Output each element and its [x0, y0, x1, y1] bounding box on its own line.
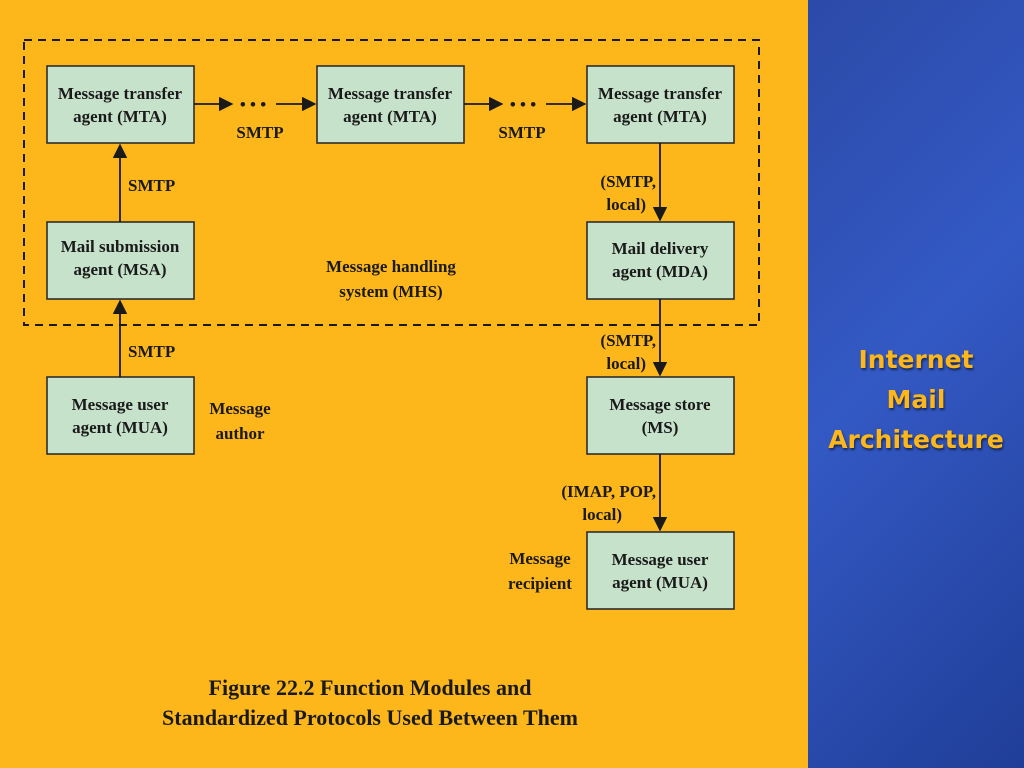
slide-title-line-1: Internet	[858, 345, 974, 374]
mua-recipient-box-line-2: agent (MUA)	[612, 573, 708, 592]
mda-box-line-2: agent (MDA)	[612, 262, 708, 281]
slide-title: Internet Mail Architecture	[808, 340, 1024, 460]
ms-box-line-2: (MS)	[642, 418, 679, 437]
label-ms-mua-line-2: local)	[582, 505, 622, 524]
figure-caption-line-2: Standardized Protocols Used Between Them	[162, 705, 578, 730]
ms-box-line-1: Message store	[609, 395, 711, 414]
recipient-label-line-1: Message	[509, 549, 571, 568]
label-smtp-mua-msa: SMTP	[128, 342, 175, 361]
mua-recipient-box-line-1: Message user	[612, 550, 709, 569]
mta-box-1: Message transfer agent (MTA)	[46, 65, 195, 144]
label-mta3-mda-line-1: (SMTP,	[600, 172, 656, 191]
mua-recipient-box: Message user agent (MUA)	[586, 531, 735, 610]
label-mda-ms-line-1: (SMTP,	[600, 331, 656, 350]
label-mta3-mda-line-2: local)	[606, 195, 646, 214]
mua-author-box: Message user agent (MUA)	[46, 376, 195, 455]
mail-architecture-diagram: Message transfer agent (MTA) Message tra…	[23, 39, 760, 730]
msa-box-line-2: agent (MSA)	[73, 260, 166, 279]
slide-title-line-2: Mail	[886, 385, 946, 414]
recipient-label-line-2: recipient	[508, 574, 572, 593]
mta-box-3-line-2: agent (MTA)	[613, 107, 707, 126]
author-label-line-1: Message	[209, 399, 271, 418]
ellipsis-1: • • •	[240, 95, 266, 114]
mta-box-2-line-1: Message transfer	[328, 84, 453, 103]
ellipsis-2: • • •	[510, 95, 536, 114]
mta-box-3: Message transfer agent (MTA)	[586, 65, 735, 144]
ms-box: Message store (MS)	[586, 376, 735, 455]
msa-box-line-1: Mail submission	[61, 237, 180, 256]
label-ms-mua-line-1: (IMAP, POP,	[561, 482, 656, 501]
label-smtp-mta1-mta2: SMTP	[236, 123, 283, 142]
mua-author-box-line-1: Message user	[72, 395, 169, 414]
label-smtp-msa-mta1: SMTP	[128, 176, 175, 195]
mta-box-3-line-1: Message transfer	[598, 84, 723, 103]
mhs-boundary	[23, 39, 760, 326]
mta-box-2: Message transfer agent (MTA)	[316, 65, 465, 144]
slide-title-line-3: Architecture	[828, 425, 1004, 454]
author-label-line-2: author	[215, 424, 265, 443]
sidebar-panel: Internet Mail Architecture	[808, 0, 1024, 768]
mhs-label-line-2: system (MHS)	[339, 282, 442, 301]
mta-box-1-line-2: agent (MTA)	[73, 107, 167, 126]
mda-box: Mail delivery agent (MDA)	[586, 221, 735, 300]
mda-box-line-1: Mail delivery	[612, 239, 709, 258]
msa-box: Mail submission agent (MSA)	[46, 221, 195, 300]
label-smtp-mta2-mta3: SMTP	[498, 123, 545, 142]
mua-author-box-line-2: agent (MUA)	[72, 418, 168, 437]
mhs-label-line-1: Message handling	[326, 257, 456, 276]
label-mda-ms-line-2: local)	[606, 354, 646, 373]
mta-box-1-line-1: Message transfer	[58, 84, 183, 103]
figure-caption-line-1: Figure 22.2 Function Modules and	[209, 675, 532, 700]
mta-box-2-line-2: agent (MTA)	[343, 107, 437, 126]
